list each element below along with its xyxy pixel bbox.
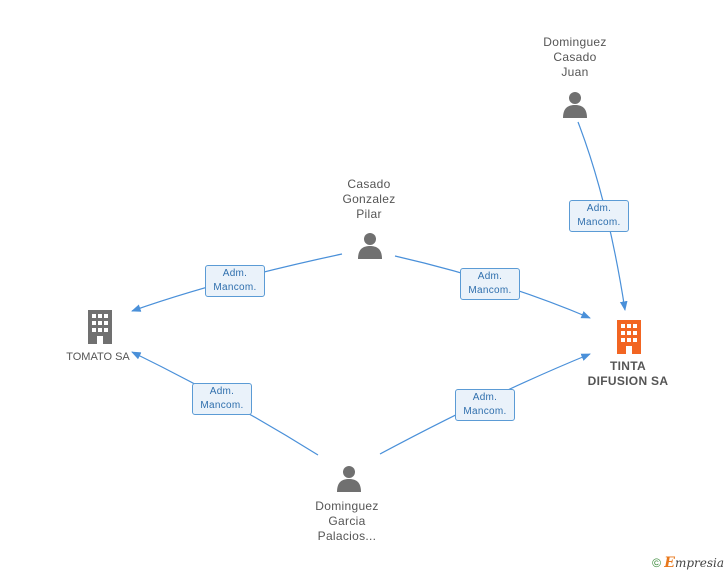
brand-footer: © Empresia: [652, 555, 724, 571]
person-label-dominguez-casado[interactable]: Dominguez Casado Juan: [530, 35, 620, 80]
company-label-tinta[interactable]: TINTA DIFUSION SA: [578, 359, 678, 389]
name-line: Juan: [561, 65, 589, 79]
person-icon[interactable]: [356, 231, 384, 259]
person-icon[interactable]: [335, 464, 363, 492]
edge-label-line: Adm.: [586, 203, 612, 214]
edge-label-adm-mancom[interactable]: Adm. Mancom.: [205, 265, 265, 297]
brand-e: E: [664, 555, 675, 571]
name-line: Casado: [553, 50, 597, 64]
brand-rest: mpresia: [674, 556, 724, 570]
edge-label-line: Mancom.: [463, 406, 507, 417]
name-line: Dominguez: [543, 35, 607, 49]
edge-label-line: Mancom.: [577, 217, 621, 228]
edge-label-adm-mancom[interactable]: Adm. Mancom.: [460, 268, 520, 300]
company-label-tomato[interactable]: TOMATO SA: [66, 351, 130, 363]
copyright-icon: ©: [652, 556, 661, 570]
name-line: Palacios...: [317, 529, 377, 543]
edge-label-line: Adm.: [477, 271, 503, 282]
name-line: Gonzalez: [342, 192, 396, 206]
building-icon[interactable]: [615, 320, 643, 354]
name-line: DIFUSION SA: [587, 374, 669, 388]
edge-label-line: Adm.: [472, 392, 498, 403]
name-line: Pilar: [356, 207, 382, 221]
edge-label-adm-mancom[interactable]: Adm. Mancom.: [192, 383, 252, 415]
edge-label-line: Mancom.: [200, 400, 244, 411]
edge-label-line: Mancom.: [468, 285, 512, 296]
name-line: TINTA: [610, 359, 646, 373]
name-line: Dominguez: [315, 499, 379, 513]
person-icon[interactable]: [561, 90, 589, 118]
building-icon[interactable]: [86, 310, 114, 344]
name-line: Casado: [347, 177, 391, 191]
name-line: Garcia: [328, 514, 366, 528]
edge-label-line: Adm.: [209, 386, 235, 397]
edge-label-line: Mancom.: [213, 282, 257, 293]
person-label-dominguez-garcia[interactable]: Dominguez Garcia Palacios...: [302, 499, 392, 544]
edge-label-adm-mancom[interactable]: Adm. Mancom.: [569, 200, 629, 232]
person-label-casado-gonzalez[interactable]: Casado Gonzalez Pilar: [324, 177, 414, 222]
edge-label-adm-mancom[interactable]: Adm. Mancom.: [455, 389, 515, 421]
edge-label-line: Adm.: [222, 268, 248, 279]
brand-logo: Empresia: [664, 555, 724, 571]
